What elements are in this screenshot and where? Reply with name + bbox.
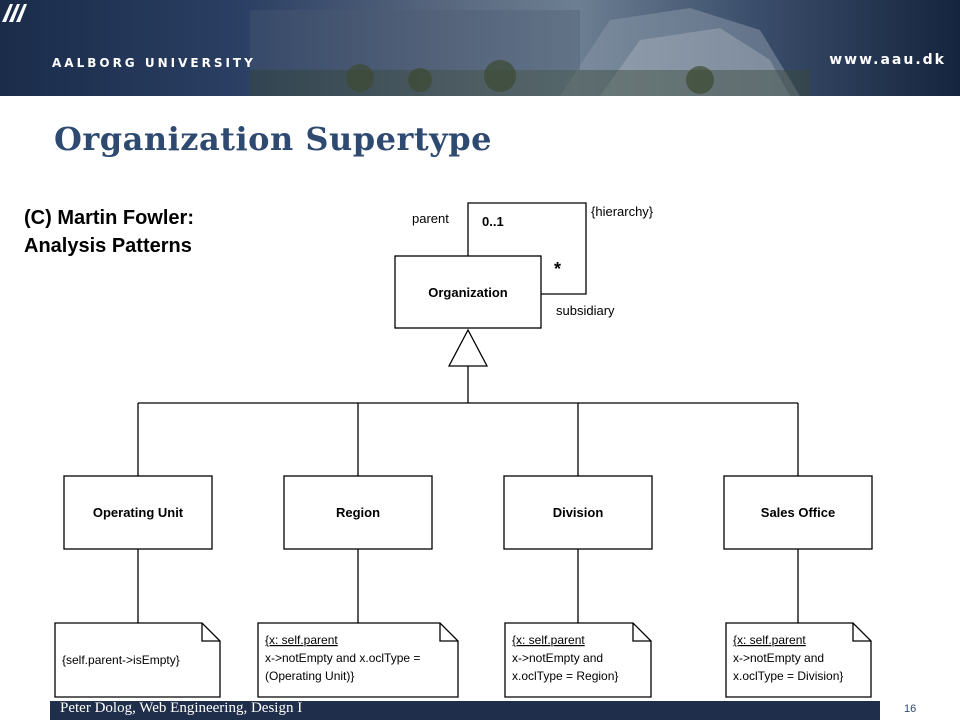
- subtype-name: Sales Office: [761, 505, 835, 520]
- subsidiary-role-label: subsidiary: [556, 303, 615, 318]
- footer-bar: [50, 701, 880, 720]
- organization-class: [394, 255, 542, 329]
- subtype-name: Division: [553, 505, 604, 520]
- footer-author: Peter Dolog, Web Engineering, Design I: [60, 700, 303, 716]
- subtype-region: Region: [283, 475, 433, 550]
- campus-photo: [250, 8, 810, 96]
- parent-multiplicity: 0..1: [482, 214, 504, 229]
- credit-line-2: Analysis Patterns: [24, 235, 192, 257]
- subtype-operating-unit: Operating Unit: [63, 475, 213, 550]
- note-line: x->notEmpty and: [512, 651, 603, 665]
- page-number: 16: [904, 703, 917, 715]
- subtype-division: Division: [503, 475, 653, 550]
- university-name: AALBORG UNIVERSITY: [52, 56, 256, 70]
- hierarchy-association: [467, 202, 587, 295]
- note-line: x->notEmpty and: [733, 651, 824, 665]
- subtype-sales-office: Sales Office: [723, 475, 873, 550]
- credit-text: (C) Martin Fowler: Analysis Patterns: [24, 204, 194, 260]
- generalization-arrow: [447, 328, 489, 367]
- university-url: www.aau.dk: [829, 52, 946, 68]
- note-line: {self.parent->isEmpty}: [62, 653, 180, 667]
- credit-line-1: (C) Martin Fowler:: [24, 207, 194, 229]
- constraint-note-operating-unit: {self.parent->isEmpty}: [54, 622, 221, 698]
- parent-role-label: parent: [412, 211, 449, 226]
- slide-title: Organization Supertype: [54, 120, 492, 158]
- note-line: x.oclType = Division}: [733, 669, 843, 683]
- subtype-name: Operating Unit: [93, 505, 184, 520]
- constraint-note-division: {x: self.parent x->notEmpty and x.oclTyp…: [504, 622, 652, 698]
- header-banner: AALBORG UNIVERSITY www.aau.dk: [0, 0, 960, 96]
- hierarchy-constraint: {hierarchy}: [591, 204, 654, 219]
- note-line: {x: self.parent: [512, 633, 585, 647]
- child-multiplicity: *: [554, 259, 561, 279]
- note-line: {x: self.parent: [733, 633, 806, 647]
- note-line: (Operating Unit)}: [265, 669, 354, 683]
- constraint-note-region: {x: self.parent x->notEmpty and x.oclTyp…: [257, 622, 459, 698]
- university-logo-icon: [2, 4, 27, 22]
- note-line: x.oclType = Region}: [512, 669, 618, 683]
- subtype-name: Region: [336, 505, 380, 520]
- organization-class-name: Organization: [428, 285, 508, 300]
- constraint-note-sales-office: {x: self.parent x->notEmpty and x.oclTyp…: [725, 622, 872, 698]
- note-line: {x: self.parent: [265, 633, 338, 647]
- note-line: x->notEmpty and x.oclType =: [265, 651, 420, 665]
